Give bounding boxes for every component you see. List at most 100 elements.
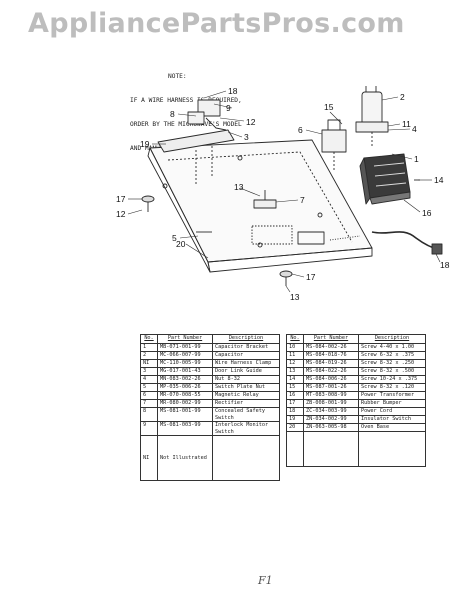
cell-part: MT-083-008-99 bbox=[303, 391, 359, 400]
callout-label: 16 bbox=[422, 208, 432, 218]
callout-label: 4 bbox=[412, 124, 417, 134]
cell-desc bbox=[212, 435, 280, 481]
cell-desc: Capacitor bbox=[212, 351, 280, 360]
callout-label: 14 bbox=[434, 175, 444, 185]
cell-desc: Screw 8-32 x .250 bbox=[358, 359, 426, 368]
cell-desc: Screw 4-40 x 1.00 bbox=[358, 343, 426, 352]
cell-part: MS-084-002-26 bbox=[303, 343, 359, 352]
callout-label: 18 bbox=[228, 86, 238, 96]
cell-no: 11 bbox=[286, 351, 304, 360]
cell-desc: Screw 8-32 x .120 bbox=[358, 383, 426, 392]
note-title: NOTE: bbox=[168, 73, 187, 80]
callout-label: 13 bbox=[234, 182, 244, 192]
cell-part: MG-017-001-43 bbox=[157, 367, 213, 376]
cell-desc: Insulator Switch bbox=[358, 415, 426, 424]
cell-no: NI bbox=[140, 435, 158, 481]
cell-desc: Magnetic Relay bbox=[212, 391, 280, 400]
callout-label: 3 bbox=[244, 132, 249, 142]
callout-label: 9 bbox=[226, 103, 231, 113]
transformer-drawing bbox=[359, 153, 411, 205]
cell-desc: Capacitor Bracket bbox=[212, 343, 280, 352]
cell-part: MS-084-018-76 bbox=[303, 351, 359, 360]
cell-no: 14 bbox=[286, 375, 304, 384]
cell-desc: Wire Harness Clamp bbox=[212, 359, 280, 368]
cell-desc: Oven Base bbox=[358, 423, 426, 432]
cell-desc: Rubber Bumper bbox=[358, 399, 426, 408]
cell-part: MS-081-001-99 bbox=[157, 407, 213, 422]
cell-desc: Screw 10-24 x .375 bbox=[358, 375, 426, 384]
cell-no: 19 bbox=[286, 415, 304, 424]
power-cord-drawing bbox=[371, 231, 443, 255]
cell-no: 7 bbox=[140, 399, 158, 408]
cell-desc: Power Cord bbox=[358, 407, 426, 416]
cell-no: 8 bbox=[140, 407, 158, 422]
cell-part: MN-083-002-26 bbox=[157, 375, 213, 384]
cell-part: MR-070-008-55 bbox=[157, 391, 213, 400]
cell-part: ZB-008-001-99 bbox=[303, 399, 359, 408]
footer-mark: F1 bbox=[258, 574, 273, 587]
cell-desc: Screw 6-32 x .375 bbox=[358, 351, 426, 360]
callout-label: 20 bbox=[176, 239, 186, 249]
cell-part: MB-071-001-99 bbox=[157, 343, 213, 352]
cell-no: 9 bbox=[140, 421, 158, 436]
header-description: Description bbox=[358, 334, 426, 344]
cell-desc: Rectifier bbox=[212, 399, 280, 408]
callout-label: 2 bbox=[400, 92, 405, 102]
callout-label: 13 bbox=[290, 292, 300, 302]
leader-lines bbox=[127, 90, 441, 293]
cell-no: 10 bbox=[286, 343, 304, 352]
header-part-number: Part Number bbox=[157, 334, 213, 344]
table-header-row: No. Part Number Description bbox=[140, 334, 280, 344]
cell-part: MS-081-003-99 bbox=[157, 421, 213, 436]
cell-no: 16 bbox=[286, 391, 304, 400]
cell-no: 20 bbox=[286, 423, 304, 432]
capacitor-drawing bbox=[355, 86, 389, 148]
callout-label: 17 bbox=[306, 272, 316, 282]
cell-no: 1 bbox=[140, 343, 158, 352]
cell-part: MS-084-019-26 bbox=[303, 359, 359, 368]
cell-no: 18 bbox=[286, 407, 304, 416]
cell-no: 4 bbox=[140, 375, 158, 384]
cell-no: 2 bbox=[140, 351, 158, 360]
rectifier-drawing bbox=[253, 190, 277, 209]
cell-desc: Switch Plate Nut bbox=[212, 383, 280, 392]
cell-no: 3 bbox=[140, 367, 158, 376]
header-no: No. bbox=[140, 334, 158, 344]
callout-label: 19 bbox=[140, 139, 150, 149]
callout-label: 11 bbox=[402, 119, 411, 129]
watermark: AppliancePartsPros.com bbox=[28, 8, 405, 39]
cell-desc: Power Transformer bbox=[358, 391, 426, 400]
cell-part: ZN-063-005-98 bbox=[303, 423, 359, 432]
note-line: ORDER BY THE MICROWAVE'S MODEL bbox=[130, 121, 242, 128]
callout-label: 12 bbox=[116, 209, 126, 219]
cell-part: Not Illustrated bbox=[157, 435, 213, 481]
cell-no: 12 bbox=[286, 359, 304, 368]
relay-drawing bbox=[321, 119, 347, 170]
table-header-row: No. Part Number Description bbox=[286, 334, 426, 344]
cell-part: ZC-034-003-99 bbox=[303, 407, 359, 416]
callout-label: 17 bbox=[116, 194, 126, 204]
cell-no: 6 bbox=[140, 391, 158, 400]
cell-no: 15 bbox=[286, 383, 304, 392]
callout-label: 7 bbox=[300, 195, 305, 205]
cell-desc: Concealed Safety Switch bbox=[212, 407, 280, 422]
cell-desc: Screw 8-32 x .500 bbox=[358, 367, 426, 376]
callout-label: 15 bbox=[324, 102, 334, 112]
